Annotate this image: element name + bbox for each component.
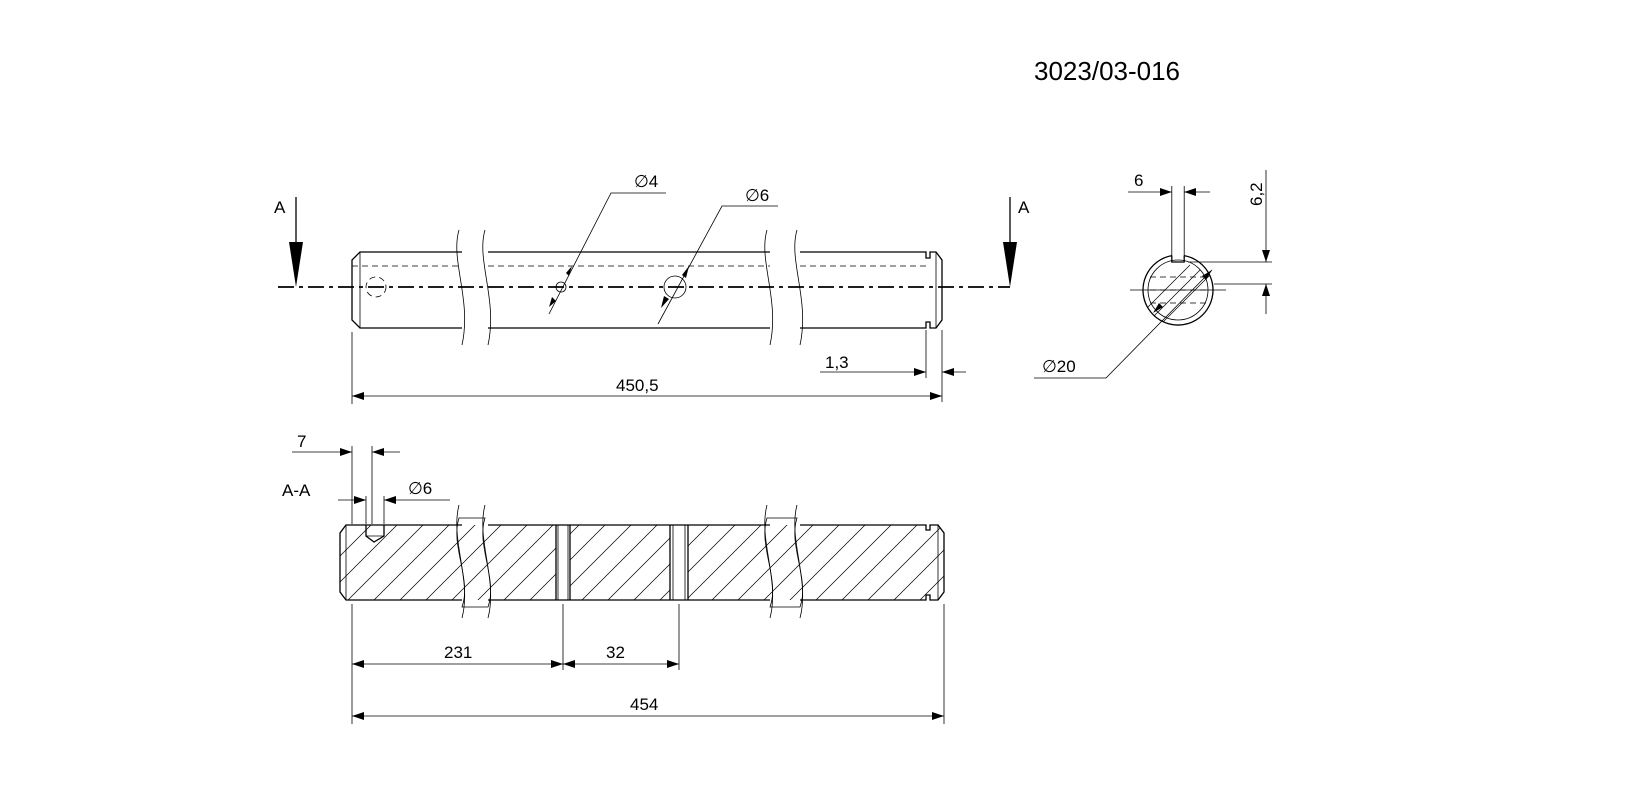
section-hole-small (555, 525, 571, 600)
hatch-line (857, 525, 944, 600)
hidden-blind-hole (365, 276, 387, 298)
section-hatching (340, 520, 1078, 610)
dim-slot-width: 6 (1134, 171, 1143, 190)
break-line-2 (482, 229, 492, 346)
section-outline (339, 524, 945, 601)
hatch-line (340, 525, 429, 600)
hatch-line (389, 525, 481, 600)
shaft-outline (351, 251, 943, 329)
dim-diameter: ∅20 (1042, 357, 1076, 376)
hatch-line (935, 525, 944, 600)
section-mark-left: A (274, 198, 286, 217)
hatch-line (988, 520, 1078, 610)
dim-spacing: 32 (606, 643, 625, 662)
hatch-line (340, 525, 351, 600)
end-view: 6 6,2 ∅20 (1034, 170, 1272, 379)
hatch-line (883, 525, 944, 600)
label-hole-large: ∅6 (745, 186, 769, 205)
label-hole-small: ∅4 (634, 172, 658, 191)
leader-diameter (1034, 269, 1213, 379)
dim-length-to-first: 231 (444, 643, 472, 662)
section-mark-right: A (1018, 198, 1030, 217)
end-slot (1171, 255, 1185, 263)
hatch-line (805, 525, 897, 600)
section-hole-large (669, 525, 689, 600)
hatch-line (340, 525, 403, 600)
section-view: 7 ∅6 A-A 231 32 454 (282, 432, 1078, 724)
dim-blind-hole-diameter: ∅6 (408, 479, 432, 498)
dim-end-groove: 1,3 (825, 353, 849, 372)
hatch-line (909, 525, 944, 600)
dim-overall-length-section: 454 (630, 695, 658, 714)
break-line-3 (764, 229, 774, 346)
leader-hole-small (548, 192, 666, 315)
hatch-line (962, 520, 1052, 610)
blind-hole (365, 525, 385, 543)
hatch-line (571, 525, 663, 600)
dim-slot-depth: 6,2 (1247, 182, 1266, 206)
hatch-line (701, 525, 793, 600)
hatch-line (623, 525, 715, 600)
hatch-line (363, 525, 455, 600)
end-hatching (1143, 264, 1211, 325)
hatch-line (675, 525, 767, 600)
drawing-number: 3023/03-016 (1034, 56, 1180, 86)
hatch-line (467, 525, 559, 600)
break-line-1 (456, 229, 466, 346)
hatch-line (831, 525, 923, 600)
hole-large (663, 275, 687, 299)
break-line-4 (794, 229, 804, 346)
dim-overall-length-front: 450,5 (616, 376, 659, 395)
hole-small (555, 281, 567, 293)
hatch-line (779, 525, 871, 600)
hatch-line (727, 525, 819, 600)
hatch-line (340, 525, 377, 600)
section-label: A-A (282, 481, 311, 500)
dim-blind-hole-offset: 7 (297, 432, 306, 451)
front-view: ∅4 ∅6 A A 1,3 450,5 (274, 172, 1030, 404)
hatch-line (649, 525, 741, 600)
leader-hole-large (657, 205, 778, 325)
